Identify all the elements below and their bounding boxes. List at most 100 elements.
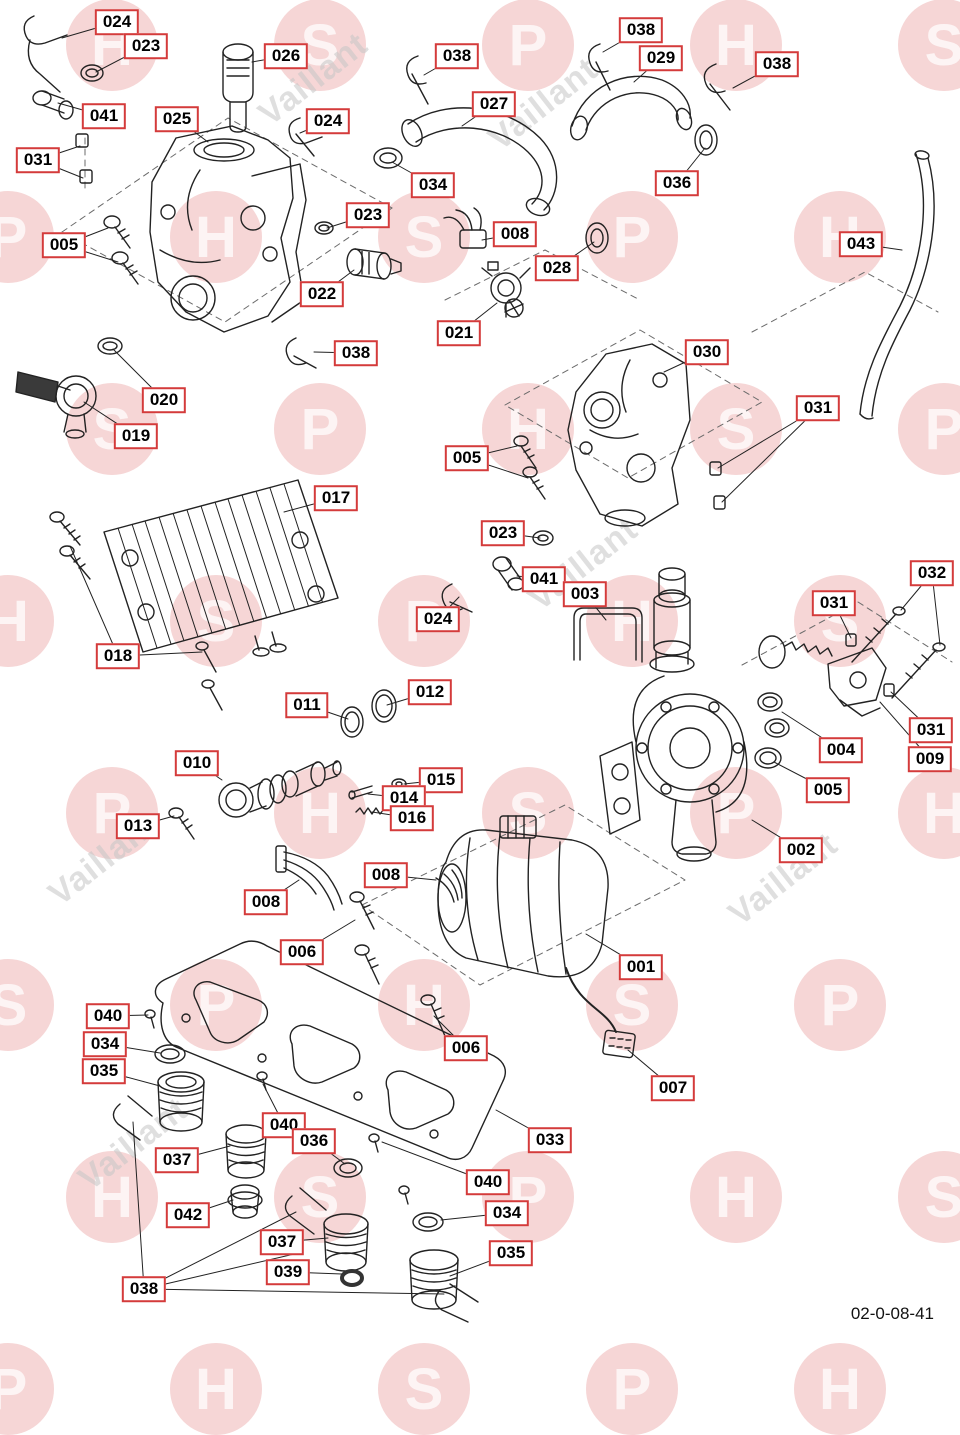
part-valve-019 xyxy=(15,371,97,439)
part-hose-029 xyxy=(569,75,693,141)
part-label-034: 034 xyxy=(484,1200,530,1226)
part-label-031: 031 xyxy=(811,590,857,616)
part-label-012: 012 xyxy=(407,679,453,705)
part-clip-038d xyxy=(285,337,317,369)
part-washer-036a xyxy=(694,124,718,156)
part-clip-038-mid-bottom xyxy=(284,1187,327,1235)
part-label-016: 016 xyxy=(389,805,435,831)
watermark-letter-S: S xyxy=(378,1343,470,1435)
part-clip-031c xyxy=(845,633,857,647)
part-label-038: 038 xyxy=(121,1276,167,1302)
part-oring-020 xyxy=(97,337,123,355)
part-label-009: 009 xyxy=(907,746,953,772)
part-label-006: 006 xyxy=(443,1035,489,1061)
part-clip-024b xyxy=(288,117,323,157)
part-screws-032 xyxy=(851,606,946,699)
part-washer-028 xyxy=(585,222,609,254)
part-label-004: 004 xyxy=(818,737,864,763)
part-oring-005c xyxy=(754,747,782,769)
part-label-041: 041 xyxy=(521,566,567,592)
part-oring-012 xyxy=(371,689,397,723)
part-label-022: 022 xyxy=(299,281,345,307)
part-label-031: 031 xyxy=(908,717,954,743)
part-orings-004 xyxy=(757,692,790,738)
part-wires-008-right xyxy=(435,869,463,903)
part-label-038: 038 xyxy=(333,340,379,366)
part-clip-038c xyxy=(703,63,731,111)
part-pump-002 xyxy=(599,651,748,862)
part-clip-031d xyxy=(883,683,895,697)
watermark-letter-H: H xyxy=(170,191,262,283)
part-oring-011 xyxy=(340,706,364,738)
part-hydraulic-manifold-025 xyxy=(149,125,307,333)
part-connector-026 xyxy=(222,43,254,133)
part-washer-023a xyxy=(80,64,104,82)
part-base-plate-033 xyxy=(154,940,506,1160)
part-label-019: 019 xyxy=(113,423,159,449)
part-grommet-039 xyxy=(340,1269,364,1287)
part-label-041: 041 xyxy=(81,103,127,129)
watermark-letter-H: H xyxy=(66,1151,158,1243)
watermark-letter-P: P xyxy=(586,1343,678,1435)
watermark-letter-P: P xyxy=(482,0,574,91)
part-clips-031-top xyxy=(75,133,93,184)
part-label-002: 002 xyxy=(778,837,824,863)
part-label-005: 005 xyxy=(805,777,851,803)
part-manifold-030 xyxy=(567,343,691,527)
part-label-003: 003 xyxy=(562,581,608,607)
part-label-029: 029 xyxy=(638,45,684,71)
part-label-036: 036 xyxy=(654,170,700,196)
part-label-013: 013 xyxy=(115,813,161,839)
part-label-005: 005 xyxy=(41,232,87,258)
part-label-035: 035 xyxy=(488,1240,534,1266)
part-label-039: 039 xyxy=(265,1259,311,1285)
part-label-031: 031 xyxy=(15,147,61,173)
part-washer-034a xyxy=(373,147,403,169)
watermark-letter-S: S xyxy=(482,767,574,859)
part-screws-040 xyxy=(144,1009,410,1205)
part-wires-008-left xyxy=(275,845,343,911)
part-label-023: 023 xyxy=(123,33,169,59)
part-wire-bracket-003 xyxy=(573,607,643,663)
part-label-037: 037 xyxy=(259,1229,305,1255)
part-label-037: 037 xyxy=(154,1147,200,1173)
part-label-038: 038 xyxy=(434,43,480,69)
watermark-letter-H: H xyxy=(690,1151,782,1243)
part-label-035: 035 xyxy=(81,1058,127,1084)
part-retaining-clip-top-left xyxy=(23,15,68,93)
part-label-018: 018 xyxy=(95,643,141,669)
part-label-043: 043 xyxy=(838,231,884,257)
part-clip-038-bottom-right xyxy=(434,1283,479,1323)
part-label-023: 023 xyxy=(345,202,391,228)
part-label-024: 024 xyxy=(415,606,461,632)
watermark-letter-P: P xyxy=(690,767,782,859)
part-washer-023b xyxy=(314,221,334,235)
diagram-code: 02-0-08-41 xyxy=(850,1304,934,1323)
part-label-040: 040 xyxy=(85,1003,131,1029)
part-label-034: 034 xyxy=(82,1031,128,1057)
part-label-024: 024 xyxy=(94,9,140,35)
part-label-026: 026 xyxy=(263,43,309,69)
watermark-letter-P: P xyxy=(274,383,366,475)
part-label-021: 021 xyxy=(436,320,482,346)
part-label-006: 006 xyxy=(279,939,325,965)
part-spring-016 xyxy=(355,807,385,815)
part-label-027: 027 xyxy=(471,91,517,117)
part-hose-027 xyxy=(401,107,558,217)
part-label-034: 034 xyxy=(410,172,456,198)
part-air-separator xyxy=(653,567,691,656)
part-label-001: 001 xyxy=(618,954,664,980)
part-washer-034b xyxy=(154,1044,186,1064)
part-washer-036b xyxy=(333,1158,363,1178)
part-coupling-035a xyxy=(157,1071,205,1132)
part-label-042: 042 xyxy=(165,1202,211,1228)
part-label-007: 007 xyxy=(650,1075,696,1101)
part-screws-005-mid xyxy=(513,435,546,500)
part-label-008: 008 xyxy=(492,221,538,247)
part-washer-023c xyxy=(532,530,554,546)
part-label-025: 025 xyxy=(154,106,200,132)
part-label-040: 040 xyxy=(465,1169,511,1195)
watermark-letter-S: S xyxy=(378,191,470,283)
part-fitting-042 xyxy=(227,1184,263,1219)
watermark-letter-P: P xyxy=(0,1343,54,1435)
